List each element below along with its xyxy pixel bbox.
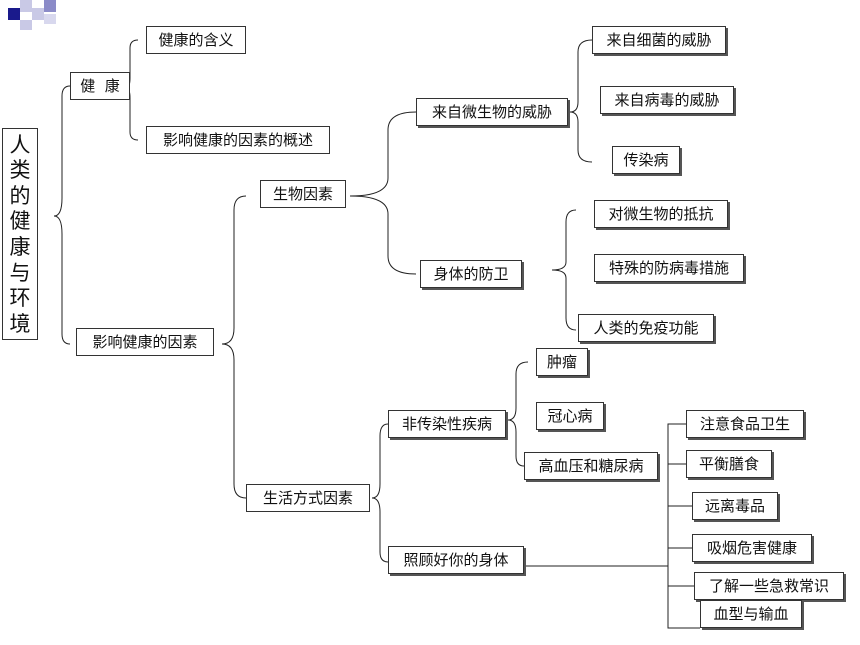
node-virus-threat: 来自病毒的威胁 bbox=[600, 86, 734, 114]
node-avoid-drugs: 远离毒品 bbox=[692, 492, 778, 520]
root-char: 环 bbox=[9, 286, 31, 311]
node-food-hygiene: 注意食品卫生 bbox=[686, 410, 804, 438]
root-char: 类 bbox=[9, 158, 31, 183]
node-coronary: 冠心病 bbox=[536, 402, 604, 430]
node-noninfectious: 非传染性疾病 bbox=[388, 410, 506, 438]
root-char: 的 bbox=[9, 183, 31, 208]
node-bacteria-threat: 来自细菌的威胁 bbox=[592, 26, 726, 54]
node-blood-transfusion: 血型与输血 bbox=[700, 600, 802, 628]
node-body-care: 照顾好你的身体 bbox=[388, 546, 524, 574]
node-infectious-disease: 传染病 bbox=[612, 146, 680, 174]
node-factors-overview: 影响健康的因素的概述 bbox=[146, 126, 330, 154]
root-char: 人 bbox=[9, 132, 31, 157]
node-health-meaning: 健康的含义 bbox=[146, 26, 246, 54]
node-smoking-harm: 吸烟危害健康 bbox=[692, 534, 812, 562]
root-node: 人 类 的 健 康 与 环 境 bbox=[2, 128, 38, 340]
node-hypertension-diabetes: 高血压和糖尿病 bbox=[524, 452, 658, 480]
node-tumor: 肿瘤 bbox=[536, 348, 588, 376]
node-factors: 影响健康的因素 bbox=[76, 328, 214, 356]
node-immune-function: 人类的免疫功能 bbox=[578, 314, 714, 342]
node-health: 健 康 bbox=[70, 72, 130, 100]
node-microbe-threat: 来自微生物的威胁 bbox=[416, 98, 568, 126]
root-char: 与 bbox=[9, 260, 31, 285]
corner-decoration bbox=[0, 0, 860, 35]
root-char: 健 bbox=[9, 209, 31, 234]
node-first-aid: 了解一些急救常识 bbox=[694, 572, 844, 600]
node-body-defense: 身体的防卫 bbox=[420, 260, 522, 288]
root-char: 境 bbox=[9, 311, 31, 336]
node-antivirus-measures: 特殊的防病毒措施 bbox=[594, 254, 744, 282]
node-microbe-resistance: 对微生物的抵抗 bbox=[594, 200, 728, 228]
root-char: 康 bbox=[9, 235, 31, 259]
node-balanced-diet: 平衡膳食 bbox=[686, 450, 772, 478]
node-lifestyle: 生活方式因素 bbox=[246, 484, 370, 512]
node-biological: 生物因素 bbox=[260, 180, 346, 208]
